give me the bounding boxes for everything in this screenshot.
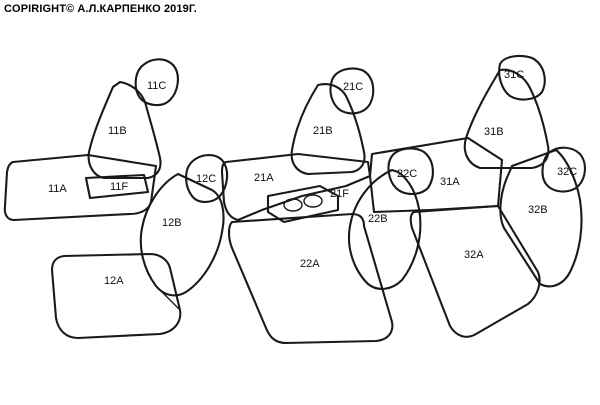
seat-part-31C <box>498 54 546 101</box>
copyright-notice: COPIRIGHT© А.Л.КАРПЕНКО 2019Г. <box>4 3 197 15</box>
label-12B: 12B <box>162 217 182 229</box>
label-21B: 21B <box>313 125 333 137</box>
seat-part-31B <box>463 68 550 170</box>
seat-part-22B <box>347 168 422 290</box>
label-31A: 31A <box>440 176 460 188</box>
seat-part-21F <box>266 184 340 224</box>
label-22B: 22B <box>368 213 388 225</box>
seat-part-32C <box>541 146 586 193</box>
label-11F: 11F <box>110 181 128 193</box>
seat-part-21B <box>290 83 366 176</box>
label-11C: 11C <box>147 80 166 92</box>
seat-part-11F <box>84 173 150 200</box>
seat-part-12C <box>185 154 229 204</box>
label-21F: 21F <box>330 188 349 200</box>
seat-part-21A <box>220 152 372 222</box>
seat-part-12A <box>50 252 182 340</box>
seat-group-3 <box>368 54 586 338</box>
seat-part-32A <box>409 204 541 338</box>
seat-group-1 <box>3 58 229 340</box>
label-11B: 11B <box>108 125 127 137</box>
label-32A: 32A <box>464 249 484 261</box>
seat-part-11B <box>87 80 162 180</box>
cupholder-2 <box>303 194 323 208</box>
seat-group-2 <box>220 67 434 345</box>
label-22C: 22C <box>397 168 417 180</box>
label-11A: 11A <box>48 183 67 195</box>
label-21A: 21A <box>254 172 274 184</box>
seat-part-21C <box>329 67 375 115</box>
label-32B: 32B <box>528 204 548 216</box>
label-12C: 12C <box>196 173 216 185</box>
part-labels: 11C 11B 11A 11F 12C 12B 12A 21C 21B 21A … <box>48 69 577 287</box>
seat-part-22A <box>227 212 394 345</box>
seat-part-11C <box>134 58 179 107</box>
label-22A: 22A <box>300 258 320 270</box>
seat-part-22C <box>387 147 434 196</box>
seat-part-32B <box>499 148 583 288</box>
label-31C: 31C <box>504 69 524 81</box>
cupholder-1 <box>283 198 303 212</box>
seat-part-11A <box>3 153 158 222</box>
label-12A: 12A <box>104 275 124 287</box>
label-32C: 32C <box>557 166 577 178</box>
label-31B: 31B <box>484 126 504 138</box>
seat-outline-1-side <box>155 285 181 311</box>
seat-part-12B <box>139 172 225 297</box>
label-21C: 21C <box>343 81 363 93</box>
